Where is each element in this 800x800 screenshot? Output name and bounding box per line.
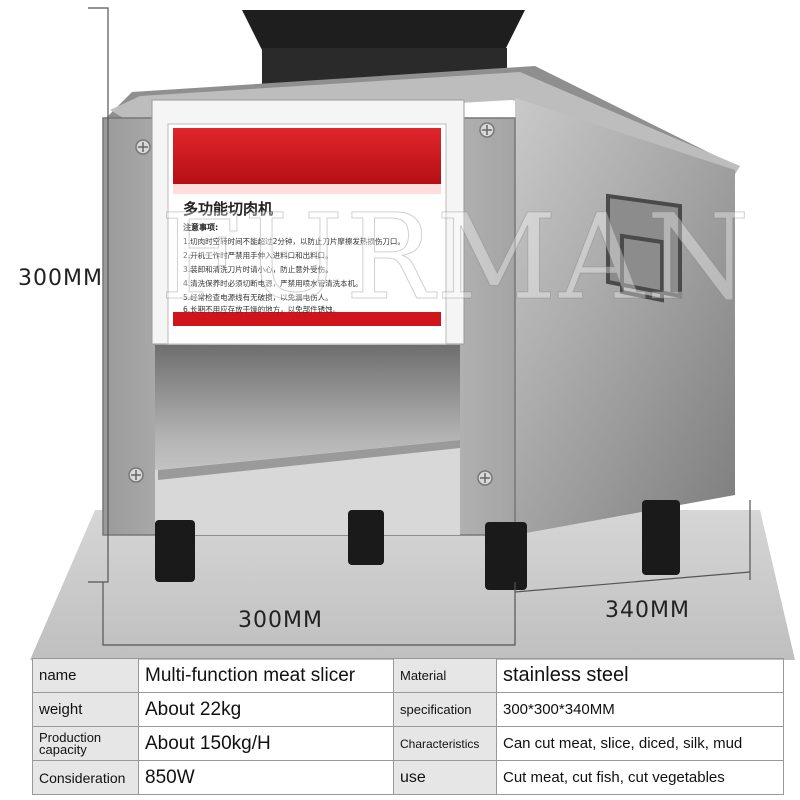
width-dimension-label: 300MM [238, 608, 323, 633]
product-photo: 300MM 300MM 340MM 多功能切肉机 注意事项: 1.切肉时空转时间… [18, 7, 795, 660]
spec-key: use [393, 760, 497, 795]
spec-value: 300*300*340MM [496, 692, 784, 727]
table-row: name Multi-function meat slicer Material… [32, 658, 784, 693]
spec-value: 850W [138, 760, 394, 795]
floor-shadow [30, 510, 795, 660]
spec-value: Multi-function meat slicer [138, 658, 394, 693]
spec-table: name Multi-function meat slicer Material… [32, 658, 784, 795]
handle-icon [606, 193, 682, 303]
spec-value: Cut meat, cut fish, cut vegetables [496, 760, 784, 795]
spec-key: Consideration [32, 760, 139, 795]
spec-value: stainless steel [496, 658, 784, 693]
spec-key: Material [393, 658, 497, 693]
table-row: Production capacity About 150kg/H Charac… [32, 726, 784, 761]
spec-value: About 22kg [138, 692, 394, 727]
label-line: 2.开机工作时严禁用手伸入进料口和出料口。 [183, 251, 333, 260]
spec-value: About 150kg/H [138, 726, 394, 761]
spec-key: Production capacity [32, 726, 139, 761]
label-red-band [173, 128, 441, 184]
label-line: 3.装卸和清洗刀片时请小心，防止意外受伤。 [183, 265, 333, 274]
width-dimension-line [102, 582, 516, 646]
label-line: 5.经常检查电源线有无破损，以免漏电伤人。 [183, 293, 333, 302]
table-row: Consideration 850W use Cut meat, cut fis… [32, 760, 784, 795]
label-line: 4.清洗保养时必须切断电源，严禁用喷水管清洗本机。 [183, 279, 363, 288]
spec-key: Characteristics [393, 726, 497, 761]
spec-value: Can cut meat, slice, diced, silk, mud [496, 726, 784, 761]
spec-key: name [32, 658, 139, 693]
hopper-top [242, 10, 525, 50]
side-panel [515, 98, 735, 535]
spec-key: weight [32, 692, 139, 727]
table-row: weight About 22kg specification 300*300*… [32, 692, 784, 727]
height-dimension-line [88, 7, 109, 583]
label-subtitle: 注意事项: [183, 223, 219, 232]
height-dimension-label: 300MM [18, 266, 103, 291]
label-title: 多功能切肉机 [183, 200, 274, 218]
spec-key: specification [393, 692, 497, 727]
label-line: 1.切肉时空转时间不能超过2分钟，以防止刀片摩擦发热损伤刀口。 [183, 237, 405, 246]
label-line: 6.长期不用应存放干燥的地方，以免部件锈蚀。 [183, 305, 341, 314]
depth-dimension-line [514, 571, 751, 593]
depth-dimension-label: 340MM [605, 598, 690, 623]
leg-icon [155, 500, 680, 590]
meat-slicer-illustration [30, 7, 795, 660]
